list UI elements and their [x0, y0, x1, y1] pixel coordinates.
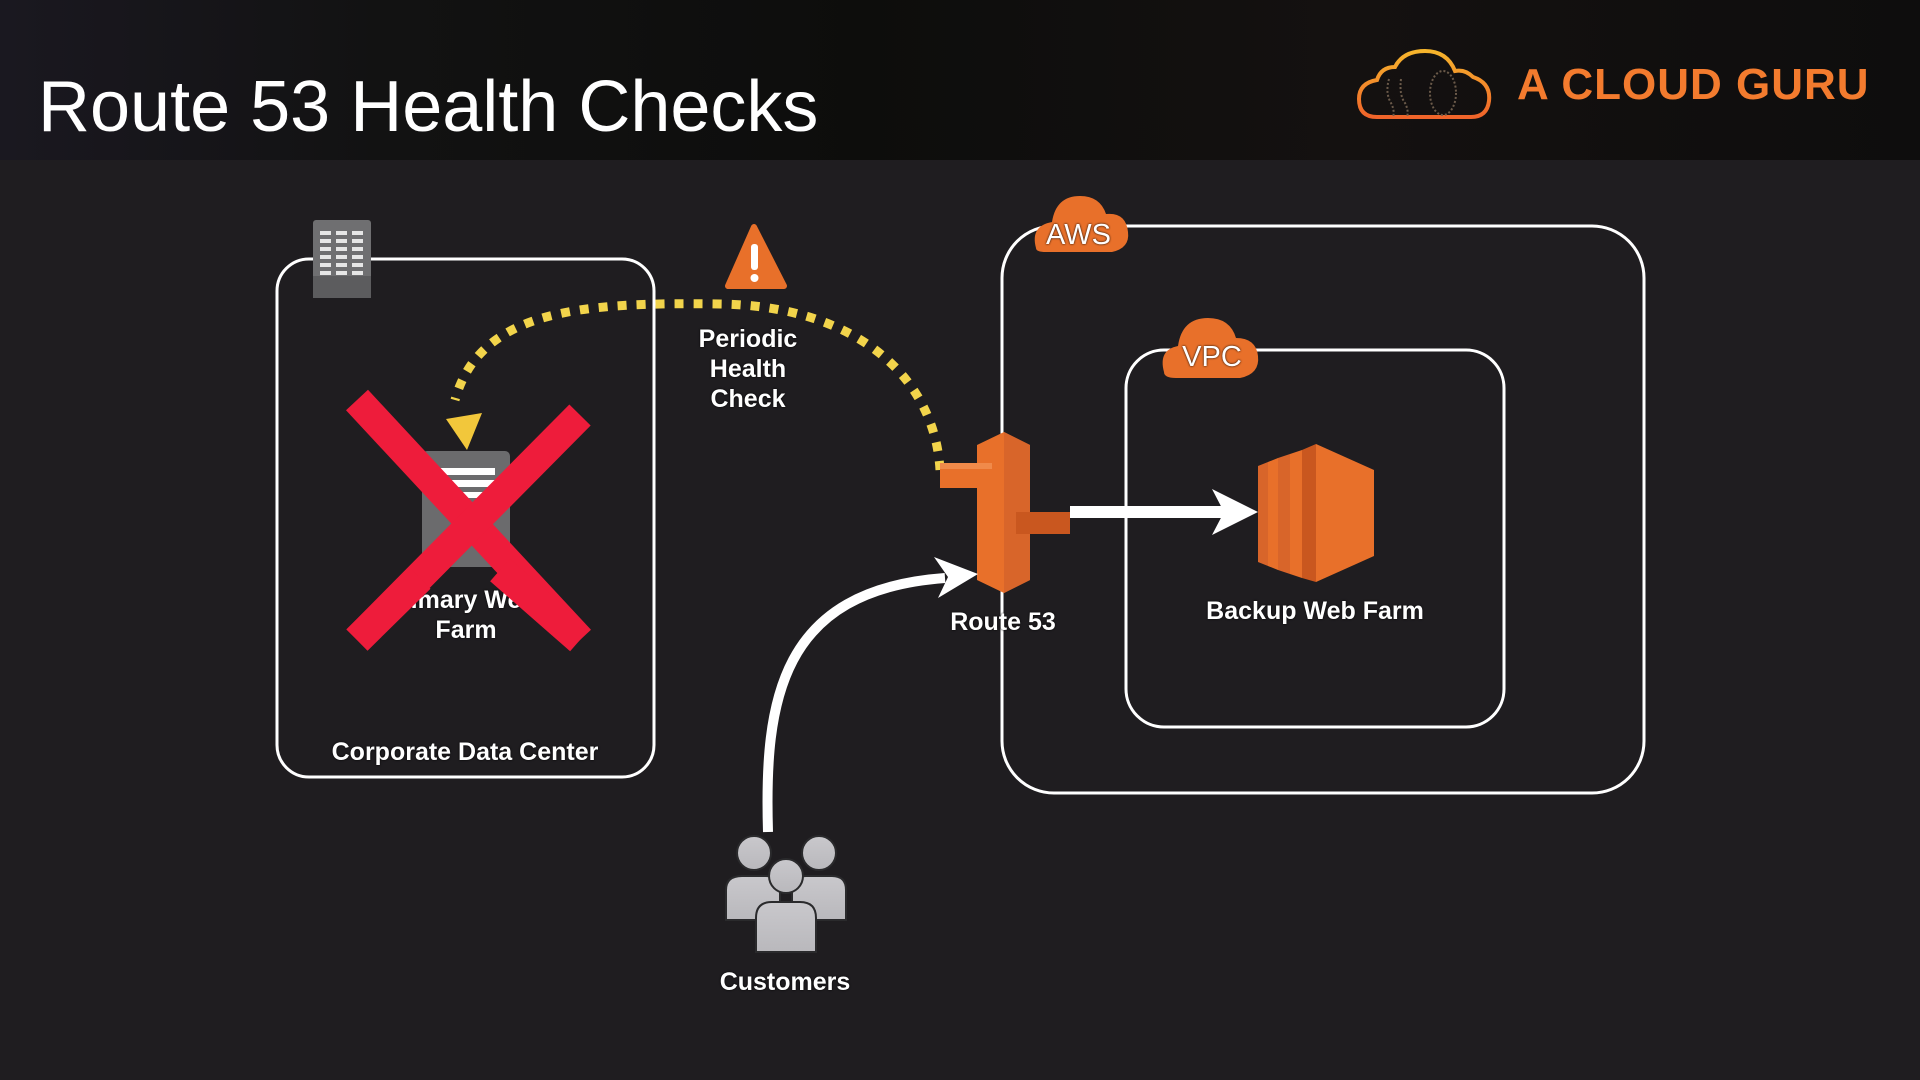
brand-logo: A CLOUD GURU — [1355, 40, 1870, 130]
customers-label: Customers — [719, 968, 851, 996]
corporate-data-center-label: Corporate Data Center — [331, 738, 599, 766]
route-to-backup-arrowhead — [1212, 489, 1258, 535]
health-check-label-line3: Check — [710, 385, 786, 413]
page-title: Route 53 Health Checks — [38, 67, 819, 147]
route53-icon — [940, 432, 1070, 593]
primary-web-farm-label-line1: imary We — [410, 586, 522, 614]
cloud-logo-icon — [1355, 43, 1495, 127]
slide-header: Route 53 Health Checks A CLOUD GURU — [0, 0, 1920, 160]
primary-web-farm-label: imary We Farm — [386, 585, 546, 645]
primary-web-farm-label-line2: Farm — [435, 616, 497, 644]
health-check-label: Periodic Health Check — [686, 324, 810, 414]
health-check-arrowhead — [446, 413, 482, 450]
health-check-label-line1: Periodic — [698, 325, 798, 353]
aws-badge-icon — [1034, 196, 1129, 252]
corporate-data-center-container — [275, 257, 656, 779]
route53-label: Route 53 — [950, 608, 1056, 636]
aws-badge-label: AWS — [1046, 219, 1111, 251]
vpc-badge-icon — [1162, 318, 1259, 378]
customers-to-route53-arrow — [762, 573, 946, 833]
office-building-icon — [313, 220, 371, 298]
backup-web-farm-label: Backup Web Farm — [1206, 597, 1424, 625]
warning-icon — [725, 224, 787, 289]
customers-arrowhead — [934, 557, 978, 598]
users-icon — [725, 835, 847, 953]
vpc-badge-label: VPC — [1182, 341, 1242, 373]
brand-name: A CLOUD GURU — [1517, 60, 1870, 109]
health-check-label-line2: Health — [709, 355, 787, 383]
health-check-path — [450, 299, 945, 471]
ec2-icon — [1258, 444, 1374, 582]
vpc-container — [1124, 348, 1506, 729]
